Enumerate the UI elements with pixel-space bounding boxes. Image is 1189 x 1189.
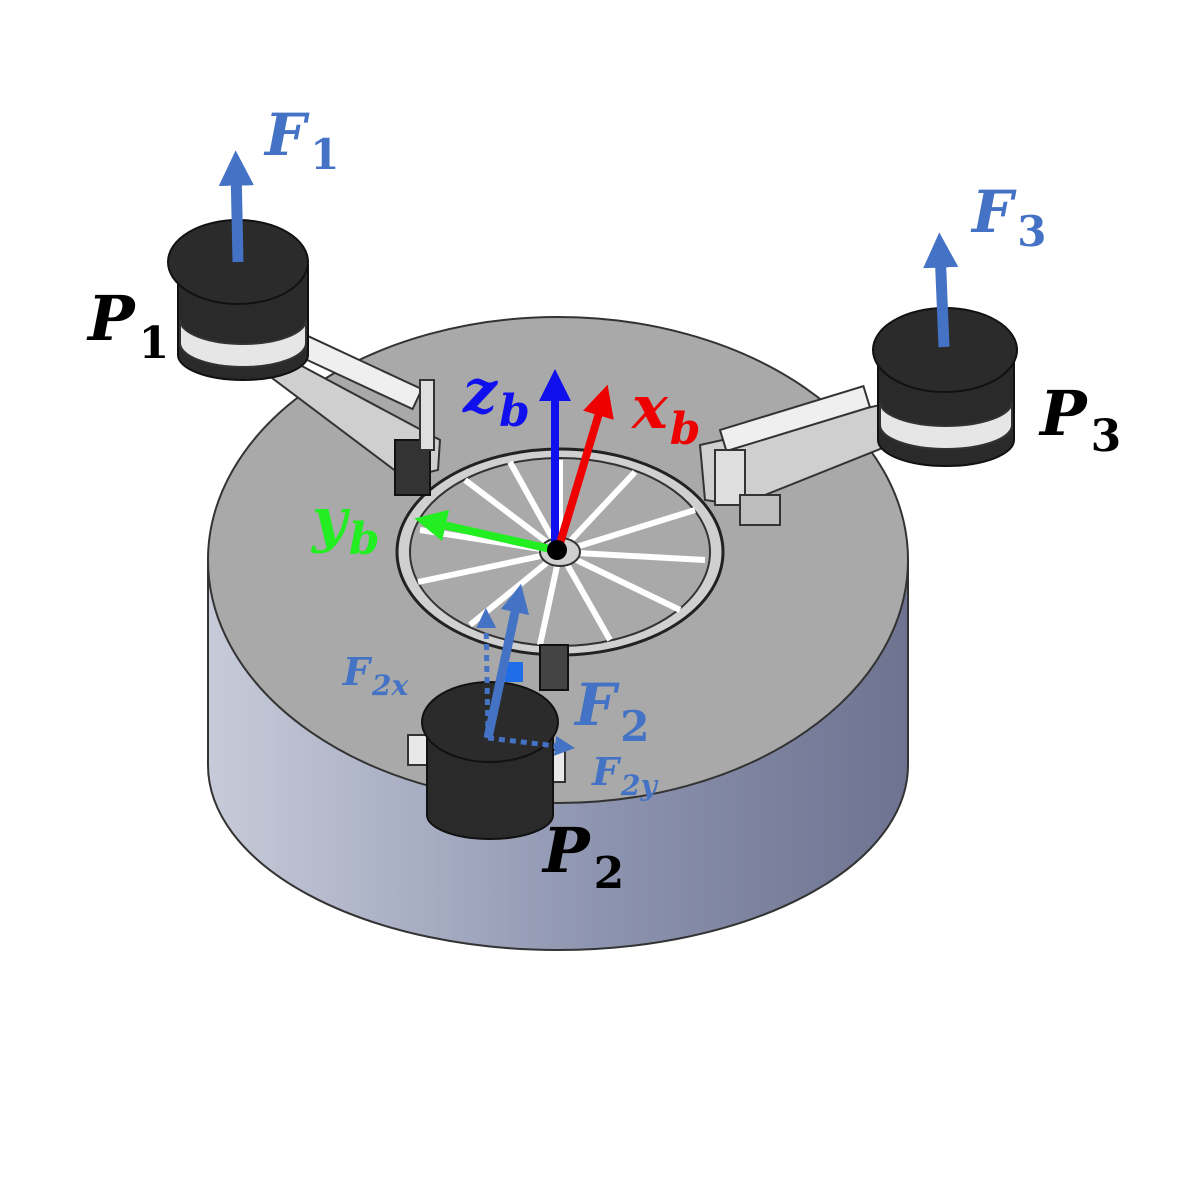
label-axis-y: yb [310,485,380,565]
leg-p3 [872,307,1018,467]
leg-p1 [167,219,309,381]
label-p2: P2 [541,814,624,899]
leg-p2 [421,681,559,840]
label-p1: P1 [86,282,169,369]
force-arrow-f2y [487,735,575,756]
label-axis-z: zb [462,357,530,437]
label-f1: F1 [263,101,339,179]
arm-p3 [698,384,892,526]
label-f2x: F2x [342,649,408,702]
label-f3: F3 [970,178,1046,256]
label-f2: F2 [573,671,649,751]
axis-arrow-y [414,509,556,554]
label-f2y: F2y [591,749,658,802]
force-arrow-f3 [923,232,959,348]
force-arrow-f2x [476,608,497,739]
frame-origin [547,540,567,560]
force-arrow-f1 [218,150,254,263]
label-p3: P3 [1038,377,1121,462]
label-axis-x: xb [630,373,701,455]
arm-p1 [270,328,442,496]
arm-p2 [407,644,569,783]
force-arrow-f2 [483,583,530,739]
axis-arrow-x [554,384,614,552]
